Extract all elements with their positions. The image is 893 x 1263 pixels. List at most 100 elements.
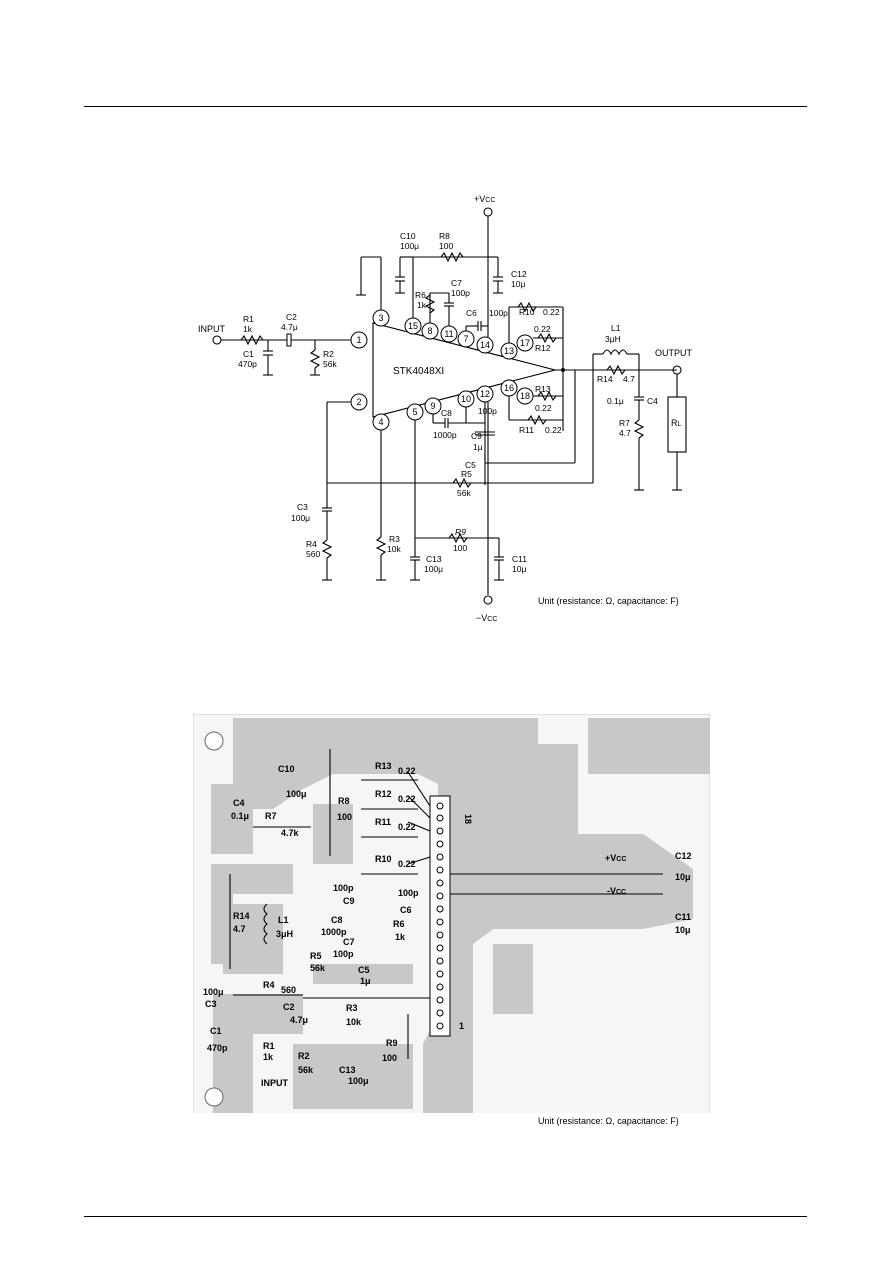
- mount-hole-bl: [204, 1087, 224, 1107]
- pcb-r11-label: R11: [375, 817, 391, 827]
- svg-text:5: 5: [412, 407, 417, 417]
- pcb-r14-label: R14: [233, 911, 250, 921]
- pcb-input-label: INPUT: [261, 1078, 289, 1088]
- pcb-r3-value: 10k: [346, 1017, 362, 1027]
- pcb-c1-value: 470p: [207, 1043, 228, 1053]
- schematic-diagram: STK4048XI INPUT R1 1k C1 470p C2 4.7μ R2…: [193, 185, 710, 628]
- pcb-c2-value: 4.7μ: [290, 1015, 308, 1025]
- svg-text:3: 3: [378, 313, 383, 323]
- load-label: RL: [671, 418, 682, 428]
- pcb-c5-label: C5: [358, 965, 370, 975]
- r8-value: 100: [439, 241, 453, 251]
- pin-11: 11: [440, 325, 458, 343]
- svg-text:13: 13: [504, 346, 514, 356]
- pin-8: 8: [421, 322, 439, 340]
- pcb-r10-label: R10: [375, 854, 392, 864]
- c13-name: C13: [426, 554, 442, 564]
- output-label: OUTPUT: [655, 348, 693, 358]
- r14-name: R14: [597, 374, 613, 384]
- pcb-r5-label: R5: [310, 951, 322, 961]
- pcb-l1-value: 3μH: [276, 929, 293, 939]
- svg-text:18: 18: [520, 391, 530, 401]
- pcb-r11-value: 0.22: [398, 822, 416, 832]
- pcb-c4-label: C4: [233, 798, 245, 808]
- ic-label: STK4048XI: [393, 366, 444, 377]
- pin-18: 18: [516, 387, 534, 405]
- c3-value: 100μ: [291, 513, 310, 523]
- c3-name: C3: [297, 502, 308, 512]
- pin-7: 7: [457, 330, 475, 348]
- c10-value: 100μ: [400, 241, 419, 251]
- r1-value: 1k: [243, 324, 253, 334]
- r11-name: R11: [519, 425, 534, 435]
- pcb-r8-label: R8: [338, 796, 350, 806]
- r8-name: R8: [439, 231, 450, 241]
- pcb-layout: 18 1 C10 100μ C4 0.1μ R7 4.7k R8 100 R13…: [192, 713, 711, 1128]
- pcb-c11-value: 10μ: [675, 925, 691, 935]
- r10-value: 0.22: [543, 307, 560, 317]
- pcb-c10-value: 100μ: [286, 789, 307, 799]
- r5-value: 56k: [457, 488, 471, 498]
- c6-name: C6: [466, 308, 477, 318]
- pcb-r9-value: 100: [382, 1053, 397, 1063]
- pin-13: 13: [500, 342, 518, 360]
- c12-value: 10μ: [511, 279, 525, 289]
- pin-15: 15: [404, 317, 422, 335]
- c6-value: 100p: [489, 308, 508, 318]
- pcb-c8-value: 1000p: [321, 927, 347, 937]
- svg-text:7: 7: [463, 334, 468, 344]
- svg-text:2: 2: [356, 397, 361, 407]
- pcb-c13-label: C13: [339, 1065, 356, 1075]
- pcb-r14-value: 4.7: [233, 924, 246, 934]
- pcb-r5-value: 56k: [310, 963, 326, 973]
- pcb-r8-value: 100: [337, 812, 352, 822]
- pcb-c3-value: 100μ: [203, 987, 224, 997]
- input-label: INPUT: [198, 324, 226, 334]
- svg-text:11: 11: [444, 329, 453, 339]
- ic-pin1-label: 1: [459, 1021, 464, 1031]
- pcb-c9-value: 100p: [333, 883, 354, 893]
- pin-1: 1: [350, 331, 368, 349]
- pcb-r12-label: R12: [375, 789, 392, 799]
- pcb-r3-label: R3: [346, 1003, 358, 1013]
- pcb-r10-value: 0.22: [398, 859, 416, 869]
- pcb-r4-value: 560: [281, 985, 296, 995]
- pcb-r1-value: 1k: [263, 1052, 274, 1062]
- pin-5: 5: [406, 403, 424, 421]
- ic-pin18-label: 18: [463, 814, 473, 824]
- pcb-c2-label: C2: [283, 1002, 295, 1012]
- c10-name: C10: [400, 231, 416, 241]
- pin-9: 9: [424, 397, 442, 415]
- pin-14: 14: [476, 336, 494, 354]
- pcb-r6-label: R6: [393, 919, 405, 929]
- r2-name: R2: [323, 349, 334, 359]
- svg-text:9: 9: [430, 401, 435, 411]
- r2-value: 56k: [323, 359, 337, 369]
- pin-2: 2: [350, 393, 368, 411]
- pcb-c7-label: C7: [343, 937, 355, 947]
- svg-text:14: 14: [480, 340, 490, 350]
- pcb-r9-label: R9: [386, 1038, 398, 1048]
- c5-name: C5: [465, 460, 476, 470]
- pcb-c12-label: C12: [675, 851, 692, 861]
- svg-text:15: 15: [408, 321, 418, 331]
- pcb-c7-value: 100p: [333, 949, 354, 959]
- schematic-unit-note: Unit (resistance: Ω, capacitance: F): [538, 596, 679, 606]
- c13-value: 100μ: [424, 564, 443, 574]
- c1-name: C1: [243, 349, 254, 359]
- pcb-r6-value: 1k: [395, 932, 406, 942]
- l1-name: L1: [611, 323, 621, 333]
- pin-12: 12: [476, 385, 494, 403]
- pcb-unit-note: Unit (resistance: Ω, capacitance: F): [538, 1116, 679, 1126]
- c9-name: C9: [471, 431, 482, 441]
- r12-name: R12: [535, 343, 551, 353]
- r5-name: R5: [461, 469, 472, 479]
- pcb-r12-value: 0.22: [398, 794, 416, 804]
- pcb-c9-label: C9: [343, 896, 355, 906]
- pcb-c13-value: 100μ: [348, 1076, 369, 1086]
- r1-name: R1: [243, 314, 254, 324]
- pcb-r7-label: R7: [265, 811, 277, 821]
- pcb-r7-value: 4.7k: [281, 828, 300, 838]
- c8-name: C8: [441, 408, 452, 418]
- c5-value: 1μ: [473, 442, 483, 452]
